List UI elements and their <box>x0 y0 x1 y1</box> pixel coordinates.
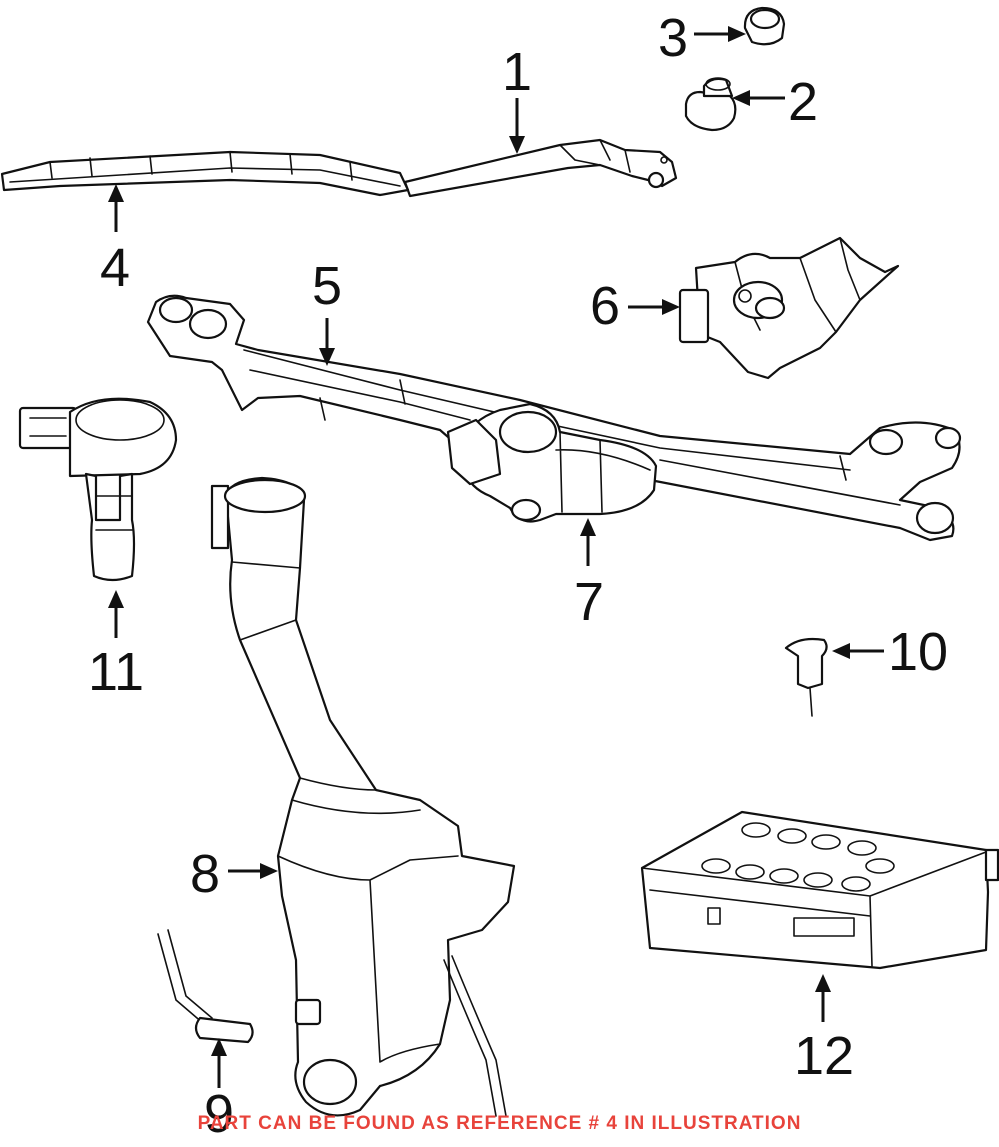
callout-11: 11 <box>88 642 144 702</box>
callout-labels: 1 2 3 4 5 6 7 8 9 10 11 12 <box>88 8 948 1144</box>
part-10-clip <box>784 637 828 717</box>
callout-10: 10 <box>888 622 948 682</box>
callout-2: 2 <box>788 72 818 132</box>
callout-1: 1 <box>502 42 532 102</box>
reference-note: PART CAN BE FOUND AS REFERENCE # 4 IN IL… <box>197 1113 802 1134</box>
callout-arrows <box>108 26 884 1088</box>
callout-7: 7 <box>574 572 604 632</box>
callout-12: 12 <box>794 1026 854 1086</box>
part-1-wiper-arm <box>403 138 678 198</box>
callout-3: 3 <box>658 8 688 68</box>
part-4-wiper-blade <box>0 150 410 197</box>
part-9-level-sensor <box>157 929 254 1044</box>
part-8-reservoir <box>210 476 516 1117</box>
part-12-control-module <box>640 810 999 970</box>
part-6-motor-bracket <box>678 236 900 380</box>
part-2-bushing <box>684 77 737 132</box>
callout-5: 5 <box>312 256 342 316</box>
part-3-grommet <box>743 6 786 46</box>
callout-4: 4 <box>100 238 130 298</box>
callout-6: 6 <box>590 276 620 336</box>
callout-8: 8 <box>190 844 220 904</box>
callout-9: 9 <box>204 1084 234 1144</box>
part-7-wiper-motor <box>446 402 658 523</box>
part-11-washer-pump <box>18 397 178 582</box>
connector-ports <box>701 822 895 892</box>
